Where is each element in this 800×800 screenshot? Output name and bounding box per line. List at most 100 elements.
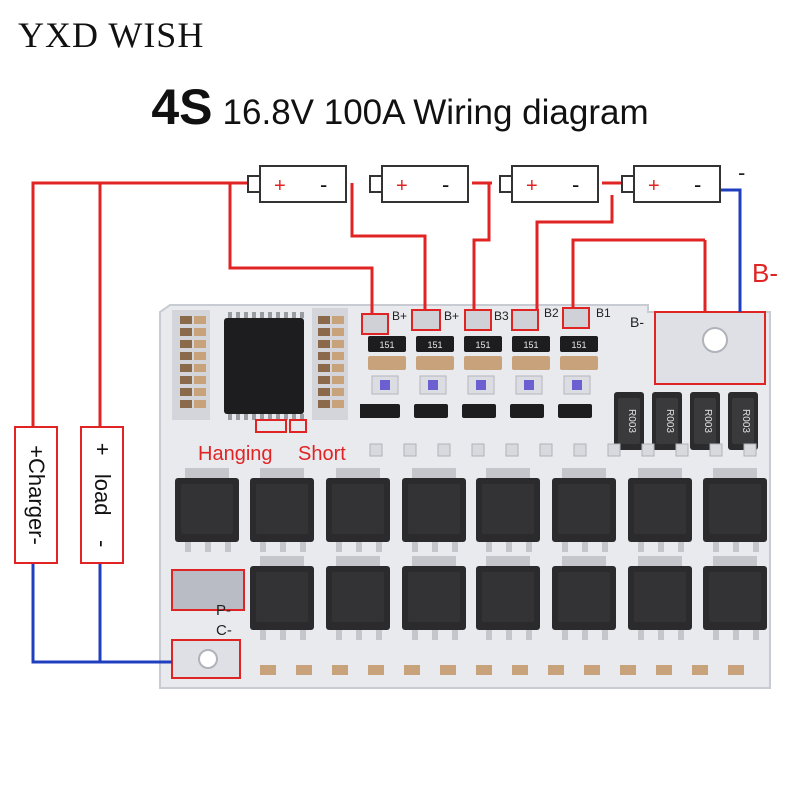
smd-part <box>437 443 451 457</box>
ic-pin <box>276 414 280 420</box>
ic-pin <box>244 414 248 420</box>
smd-part <box>403 443 417 457</box>
led-row <box>360 375 592 418</box>
ic-chip <box>224 318 304 414</box>
shunt-mark: R003 <box>740 409 751 433</box>
smd-part <box>260 665 276 675</box>
mosfet <box>703 556 767 640</box>
shunt-mark: R003 <box>626 409 637 433</box>
smd-part <box>318 376 330 384</box>
ic-pin <box>236 414 240 420</box>
smd-part <box>318 328 330 336</box>
diode <box>360 404 378 418</box>
led-lens <box>428 380 438 390</box>
board-b1: B1 <box>596 306 611 320</box>
diode <box>414 404 448 418</box>
hanging-short-pads <box>255 419 307 433</box>
c-minus-pad <box>171 639 241 679</box>
title-spec: 16.8V 100A Wiring diagram <box>222 93 649 132</box>
resistor-mark: 151 <box>571 340 586 350</box>
ic-pin <box>292 312 296 318</box>
smd-part <box>332 340 344 348</box>
ic-pin <box>268 414 272 420</box>
mosfet <box>552 468 616 552</box>
diode <box>510 404 544 418</box>
smd-part <box>692 665 708 675</box>
led-lens <box>380 380 390 390</box>
board-c-minus: C- <box>216 622 232 639</box>
resistor-mark: 151 <box>475 340 490 350</box>
battery-minus: - <box>694 172 701 197</box>
battery-plus: + <box>648 175 660 197</box>
ic-pin <box>284 414 288 420</box>
smd-part <box>332 328 344 336</box>
smd-part <box>194 388 206 396</box>
board-p-minus: P- <box>216 602 231 619</box>
smd-part <box>471 443 485 457</box>
smd-part <box>641 443 655 457</box>
ic-pin <box>276 312 280 318</box>
ic-pin <box>268 312 272 318</box>
mosfet <box>628 556 692 640</box>
smd-part <box>539 443 553 457</box>
battery-plus: + <box>274 175 286 197</box>
b-minus-label: B- <box>752 258 778 288</box>
smd-part <box>369 443 383 457</box>
ic-pin <box>244 312 248 318</box>
led-lens <box>572 380 582 390</box>
short-label: Short <box>298 443 346 465</box>
mosfet <box>175 468 239 552</box>
smd-part <box>620 665 636 675</box>
hanging-label: Hanging <box>198 443 273 465</box>
smd-part <box>318 400 330 408</box>
smd-part <box>180 340 192 348</box>
battery-minus: - <box>320 172 327 197</box>
shunt-mark: R003 <box>702 409 713 433</box>
b-minus-pad <box>654 311 766 385</box>
smd-part <box>194 364 206 372</box>
smd-part <box>743 443 757 457</box>
board-bplus-b: B+ <box>444 309 460 323</box>
load-plus: + <box>90 442 115 456</box>
smd-part <box>332 400 344 408</box>
smd-part <box>180 388 192 396</box>
battery-minus: - <box>442 172 449 197</box>
smd-part <box>332 388 344 396</box>
resistor-151: 151 <box>416 336 454 370</box>
mosfet <box>250 468 314 552</box>
smd-part <box>404 665 420 675</box>
ic-pin <box>260 414 264 420</box>
battery-plus: + <box>396 175 408 197</box>
load-label: + load - <box>82 428 122 562</box>
diode <box>462 404 496 418</box>
smd-part <box>332 352 344 360</box>
battery-cell: +- <box>499 165 599 203</box>
smd-part <box>548 665 564 675</box>
smd-part <box>332 364 344 372</box>
mosfet <box>476 468 540 552</box>
battery-plus: + <box>526 175 538 197</box>
mosfet <box>628 468 692 552</box>
end-minus: - <box>738 160 746 185</box>
ic-pin <box>300 312 304 318</box>
smd-part <box>318 340 330 348</box>
shunt-resistor: R003 <box>614 392 644 450</box>
smd-part <box>512 665 528 675</box>
mosfet <box>703 468 767 552</box>
battery-cell: +- <box>621 165 721 203</box>
mosfet <box>402 556 466 640</box>
mosfet <box>476 556 540 640</box>
mosfet <box>326 468 390 552</box>
board-b2: B2 <box>544 306 559 320</box>
smd-part <box>728 665 744 675</box>
battery-pack: +-+-+-+- <box>247 165 721 203</box>
ic-pin <box>252 312 256 318</box>
smd-part <box>194 328 206 336</box>
smd-part <box>440 665 456 675</box>
resistor-mark: 151 <box>427 340 442 350</box>
resistor-151: 151 <box>560 336 598 370</box>
ic-pin <box>236 312 240 318</box>
smd-part <box>332 316 344 324</box>
resistor-mark: 151 <box>523 340 538 350</box>
